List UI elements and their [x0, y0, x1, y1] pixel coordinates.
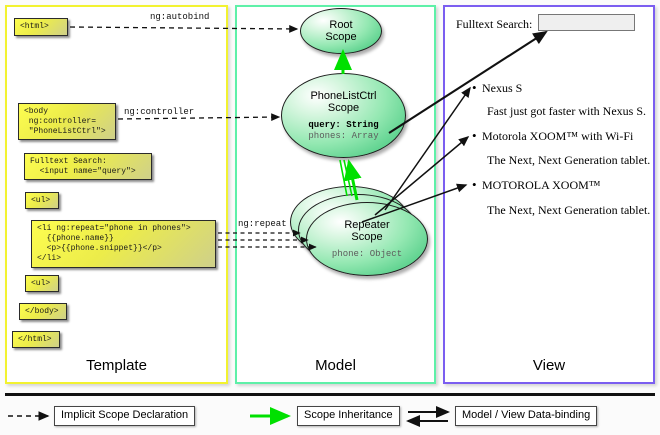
code-box-html-open: <html>: [14, 18, 68, 36]
scope-plc-title-1: PhoneListCtrl: [310, 89, 377, 102]
bullet-icon: •: [472, 80, 477, 95]
view-item-name-2: •MOTOROLA XOOM™: [472, 177, 601, 192]
code-box-fulltext-search: Fulltext Search: <input name="query">: [24, 153, 152, 180]
view-search-label: Fulltext Search:: [456, 17, 533, 31]
legend-label-scope-inheritance: Scope Inheritance: [297, 406, 400, 426]
code-box-li-repeat: <li ng:repeat="phone in phones"> {{phone…: [31, 220, 216, 268]
bullet-icon: •: [472, 128, 477, 143]
column-label-template: Template: [86, 357, 147, 374]
view-item-name-1: •Motorola XOOM™ with Wi-Fi: [472, 128, 634, 143]
view-item-snippet-1: The Next, Next Generation tablet.: [487, 153, 651, 167]
column-label-model: Model: [315, 357, 356, 374]
code-box-ul-close: <ul>: [25, 275, 59, 292]
code-box-html-close: </html>: [12, 331, 60, 348]
legend-divider: [5, 393, 655, 396]
code-box-body-close: </body>: [19, 303, 67, 320]
column-label-view: View: [532, 357, 566, 374]
scope-root-title-2: Scope: [325, 31, 357, 43]
bullet-icon: •: [472, 177, 477, 192]
fulltext-search-input[interactable]: [538, 14, 635, 31]
scope-repeater: Repeater Scope phone: Object: [306, 202, 428, 276]
column-view: View: [443, 5, 655, 384]
edge-label-autobind: ng:autobind: [150, 12, 210, 22]
edge-label-controller: ng:controller: [124, 107, 195, 117]
view-item-name-0: •Nexus S: [472, 80, 523, 95]
scope-plc-prop-query: query: String: [308, 119, 379, 130]
scope-plc-title-2: Scope: [327, 101, 360, 114]
scope-repeater-title-1: Repeater: [344, 218, 390, 231]
scope-plc-props: query: String phones: Array: [308, 120, 378, 142]
code-box-ul-open: <ul>: [25, 192, 59, 209]
legend-label-model-view-data-binding: Model / View Data-binding: [455, 406, 598, 426]
scope-root: Root Scope: [300, 8, 382, 54]
scope-phone-list-ctrl: PhoneListCtrl Scope query: String phones…: [281, 73, 406, 158]
view-item-snippet-0: Fast just got faster with Nexus S.: [487, 104, 646, 118]
view-item-snippet-2: The Next, Next Generation tablet.: [487, 203, 651, 217]
scope-plc-prop-phones: phones: Array: [308, 130, 379, 141]
edge-label-repeat: ng:repeat: [238, 219, 287, 229]
scope-root-title-1: Root: [329, 19, 353, 31]
scope-repeater-prop-phone: phone: Object: [331, 248, 403, 259]
legend-label-implicit-scope-declaration: Implicit Scope Declaration: [54, 406, 196, 426]
scope-repeater-title-2: Scope: [351, 230, 383, 243]
code-box-body-open: <body ng:controller= "PhoneListCtrl">: [18, 103, 116, 140]
